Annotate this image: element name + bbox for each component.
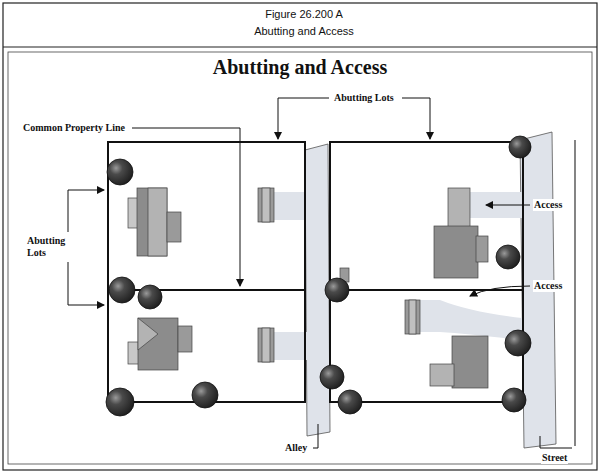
callout-label: Access	[533, 199, 563, 211]
callout-label: Abutting Lots	[333, 92, 395, 104]
callout-label: Abutting Lots	[26, 235, 72, 258]
callout-label: Access	[533, 280, 563, 292]
callout-label: Street	[541, 452, 568, 464]
callout-label: Common Property Line	[22, 122, 126, 134]
figure-caption: Abutting and Access	[4, 25, 600, 38]
figure-number: Figure 26.200 A	[4, 8, 600, 21]
callout-label: Alley	[284, 442, 308, 454]
diagram-title: Abutting and Access	[0, 56, 600, 79]
